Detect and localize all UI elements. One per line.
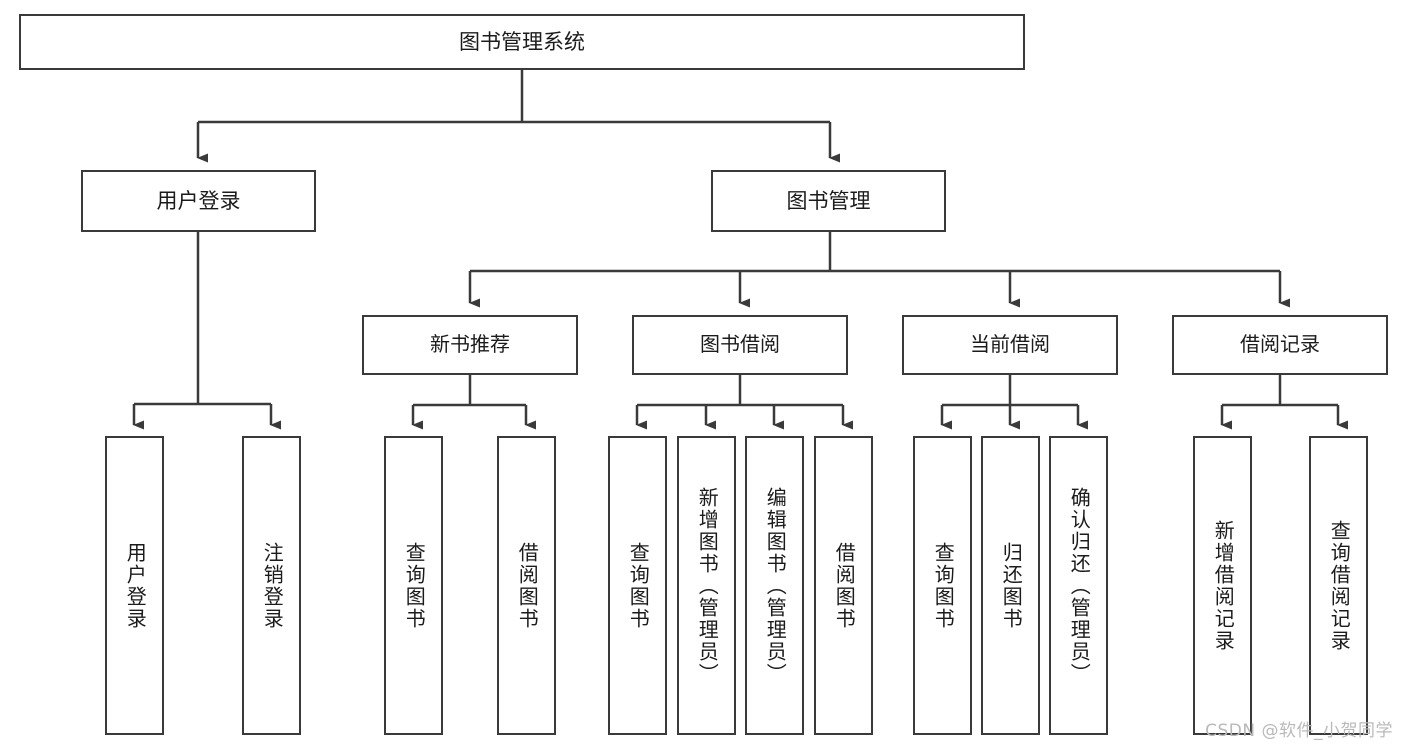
node-new-book-recommend[interactable]: 新书推荐	[362, 315, 578, 375]
leaf-current-borrow-confirm-return-admin[interactable]: 确认归还（管理员）	[1049, 436, 1108, 735]
leaf-borrow-record-add-record[interactable]: 新增借阅记录	[1193, 436, 1252, 735]
node-root-label: 图书管理系统	[459, 29, 585, 54]
leaf-label: 查询图书	[402, 541, 427, 630]
leaf-book-borrow-query-book[interactable]: 查询图书	[608, 436, 667, 735]
leaf-new-book-query-book[interactable]: 查询图书	[384, 436, 443, 735]
node-book-management-label: 图书管理	[786, 188, 871, 213]
leaf-book-borrow-borrow-book[interactable]: 借阅图书	[814, 436, 873, 735]
leaf-label: 查询图书	[931, 541, 956, 630]
leaf-label: 新增借阅记录	[1211, 519, 1236, 652]
node-user-login[interactable]: 用户登录	[81, 170, 316, 232]
leaf-label: 编辑图书（管理员）	[763, 486, 788, 685]
leaf-label: 归还图书	[999, 541, 1024, 630]
node-user-login-label: 用户登录	[156, 188, 241, 213]
node-book-borrow-label: 图书借阅	[700, 332, 780, 357]
leaf-label: 用户登录	[123, 541, 148, 630]
node-book-management[interactable]: 图书管理	[711, 170, 946, 232]
leaf-label: 确认归还（管理员）	[1067, 486, 1092, 685]
leaf-label: 借阅图书	[832, 541, 857, 630]
node-borrow-record[interactable]: 借阅记录	[1172, 315, 1388, 375]
leaf-label: 借阅图书	[515, 541, 540, 630]
leaf-label: 查询图书	[626, 541, 651, 630]
leaf-borrow-record-query-record[interactable]: 查询借阅记录	[1309, 436, 1368, 735]
leaf-label: 注销登录	[260, 541, 285, 630]
leaf-user-login-login[interactable]: 用户登录	[105, 436, 164, 735]
watermark-text: CSDN @软件_小贺同学	[1205, 721, 1393, 741]
leaf-user-login-logout[interactable]: 注销登录	[242, 436, 301, 735]
node-current-borrow-label: 当前借阅	[970, 332, 1050, 357]
node-root-book-management-system[interactable]: 图书管理系统	[19, 14, 1025, 70]
leaf-current-borrow-return-book[interactable]: 归还图书	[981, 436, 1040, 735]
node-new-book-recommend-label: 新书推荐	[430, 332, 510, 357]
leaf-label: 新增图书（管理员）	[695, 486, 720, 685]
leaf-book-borrow-add-book-admin[interactable]: 新增图书（管理员）	[677, 436, 736, 735]
node-borrow-record-label: 借阅记录	[1240, 332, 1320, 357]
leaf-label: 查询借阅记录	[1327, 519, 1352, 652]
node-book-borrow[interactable]: 图书借阅	[632, 315, 848, 375]
leaf-current-borrow-query-book[interactable]: 查询图书	[913, 436, 972, 735]
leaf-book-borrow-edit-book-admin[interactable]: 编辑图书（管理员）	[745, 436, 804, 735]
leaf-new-book-borrow-book[interactable]: 借阅图书	[497, 436, 556, 735]
node-current-borrow[interactable]: 当前借阅	[902, 315, 1118, 375]
